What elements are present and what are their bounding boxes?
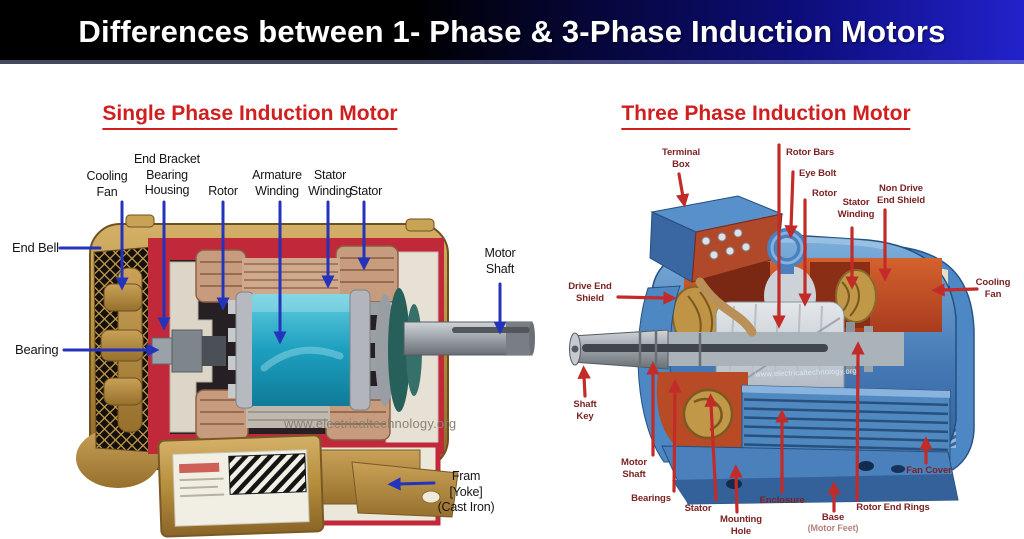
motor-shaft-shape-3ph <box>569 329 904 370</box>
fins-block <box>741 384 951 472</box>
label-fan-cover: Fan Cover <box>906 465 952 476</box>
label-stator-winding: Stator Winding <box>308 168 352 198</box>
shaft-key-slot <box>582 344 828 352</box>
single-phase-title: Single Phase Induction Motor <box>102 102 398 131</box>
drive-end-shield-shape <box>637 285 695 463</box>
stator-band-top <box>684 258 942 332</box>
cooling-fan-shape <box>100 267 144 433</box>
stator-winding-shapes <box>195 245 399 441</box>
label-motor-shaft: Motor Shaft <box>484 246 516 276</box>
label-end-bracket-bearing-housing: End Bracket Bearing Housing <box>134 152 200 197</box>
label-stator: Stator <box>349 184 383 198</box>
pedestal-interior <box>245 442 441 526</box>
mounting-hole-shape <box>726 479 742 489</box>
label-eye-bolt: Eye Bolt <box>799 168 837 179</box>
watermark-three-phase: www.electricaltechnology.org <box>754 366 858 379</box>
label-end-bell: End Bell <box>12 240 59 255</box>
label-bearings: Bearings <box>631 493 671 504</box>
label-enclosure: Enclosure <box>759 495 805 506</box>
watermark-single-phase: www.electricaltechnology.org <box>284 416 457 431</box>
frame-yoke-shape <box>89 223 449 470</box>
three-phase-title: Three Phase Induction Motor <box>621 102 911 131</box>
label-base: Base <box>821 512 845 523</box>
end-bell-mesh <box>93 246 153 453</box>
label-cooling-fan-3ph: Cooling Fan <box>975 277 1011 300</box>
label-frame-yoke: Fram [Yoke] (Cast Iron) <box>437 469 495 514</box>
armature-core <box>252 294 352 406</box>
label-base-motor-feet: (Motor Feet) <box>807 523 859 533</box>
label-armature-winding: Armature Winding <box>252 168 302 198</box>
fan-cover-shape <box>892 245 975 483</box>
label-rotor-bars: Rotor Bars <box>786 147 835 158</box>
label-rotor: Rotor <box>208 184 238 198</box>
label-stator-winding-3ph: Stator Winding <box>837 197 875 220</box>
main-title: Differences between 1- Phase & 3-Phase I… <box>78 14 946 49</box>
stator-winding-shape-3ph <box>671 266 877 359</box>
rotor-shape-3ph <box>715 301 845 407</box>
label-bearing: Bearing <box>15 342 59 357</box>
label-cooling-fan: Cooling Fan <box>86 169 128 199</box>
label-motor-shaft-3ph: Motor Shaft <box>621 457 647 480</box>
cooling-fan-shape-3ph <box>912 262 948 334</box>
label-non-drive-end-shield: Non Drive End Shield <box>876 183 926 206</box>
label-rotor-end-rings: Rotor End Rings <box>856 502 930 513</box>
nameplate-box <box>157 434 325 538</box>
terminal-box-shape <box>649 195 784 337</box>
label-drive-end-shield: Drive End Shield <box>568 281 612 304</box>
end-bracket-shape <box>169 261 225 433</box>
bearing-shape <box>151 329 226 373</box>
eye-bolt-shape <box>767 228 807 274</box>
label-rotor-3ph: Rotor <box>812 188 837 199</box>
stator-band-bottom <box>656 372 748 458</box>
label-mounting-hole: Mounting Hole <box>720 514 762 537</box>
label-shaft-key: Shaft Key <box>573 399 597 422</box>
rotor-shape <box>228 289 380 411</box>
label-terminal-box: Terminal Box <box>661 147 701 170</box>
header-banner: Differences between 1- Phase & 3-Phase I… <box>0 0 1024 64</box>
enclosure-shape <box>644 233 957 479</box>
motor-shaft-shape <box>403 321 535 356</box>
single-phase-arrows <box>58 200 507 491</box>
label-stator-3ph: Stator <box>684 503 712 514</box>
